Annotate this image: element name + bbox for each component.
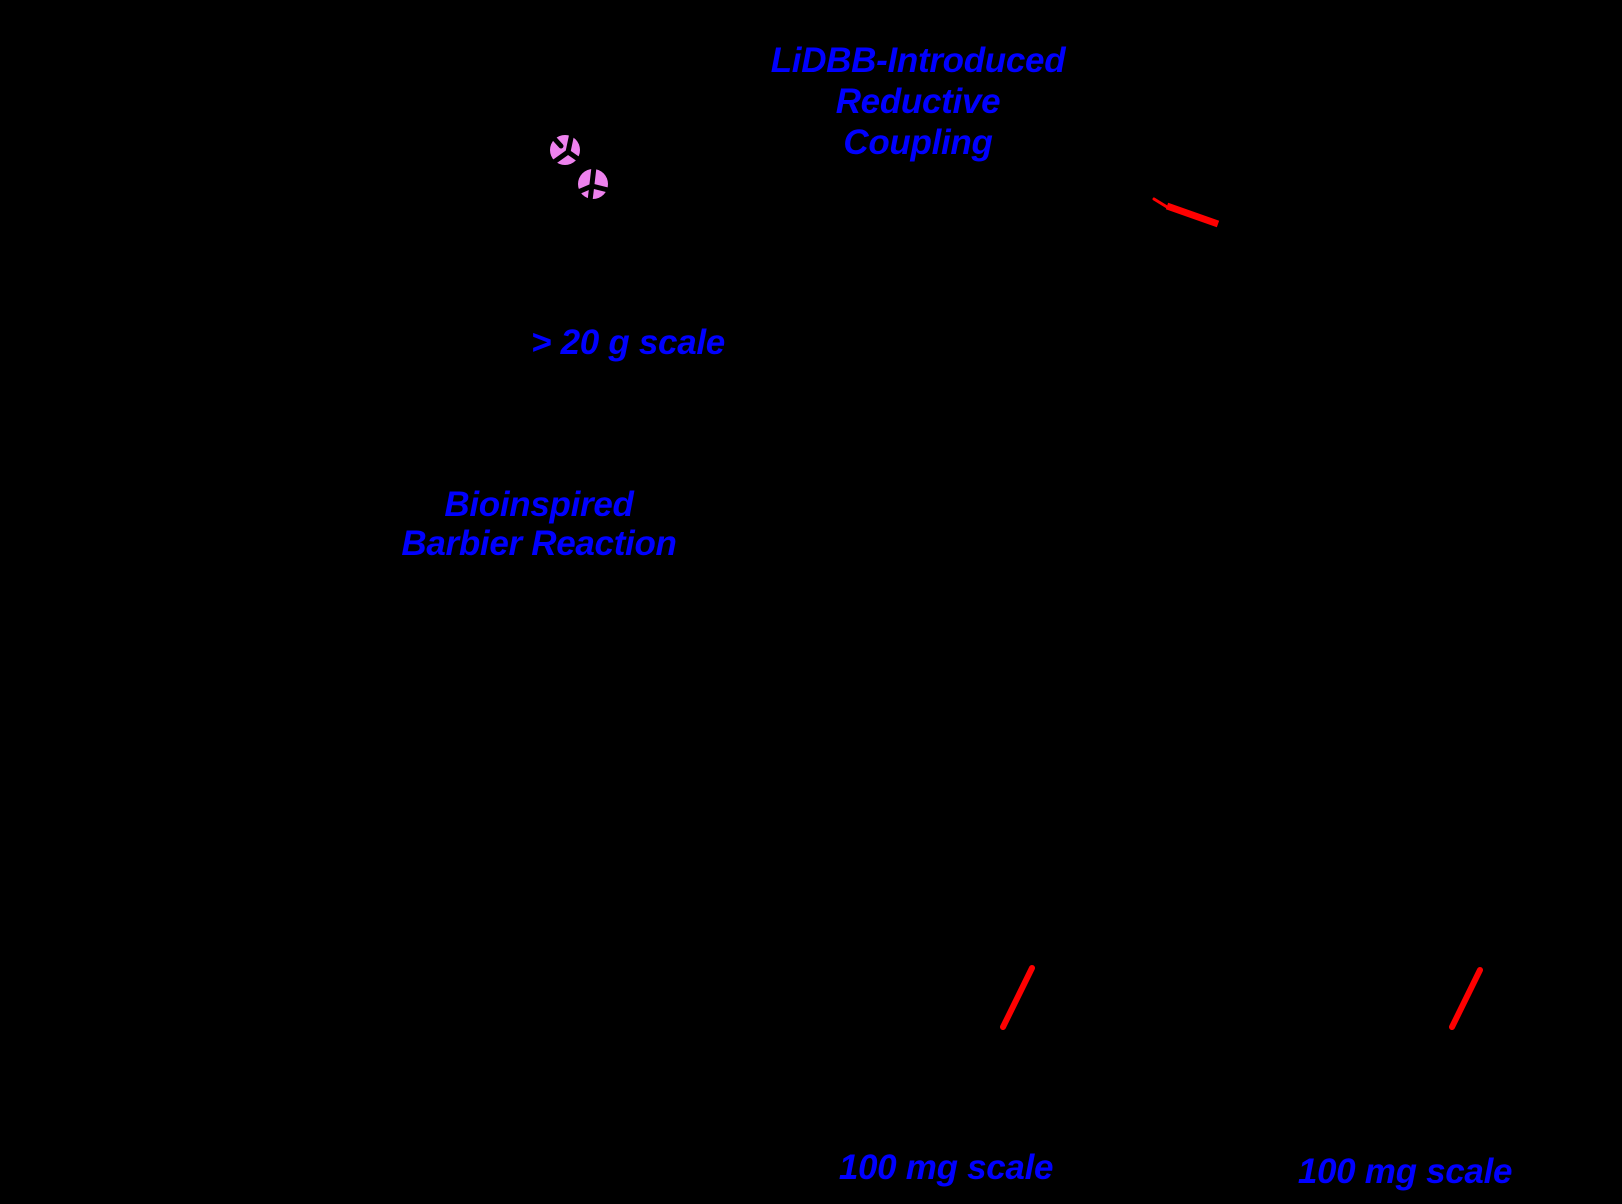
label-line: 100 mg scale [1297, 1152, 1513, 1191]
label-line: Coupling [843, 123, 993, 162]
label-line: Barbier Reaction [401, 524, 677, 563]
atom-highlight-group [548, 130, 611, 204]
bond-line [575, 183, 595, 195]
label-100mg-scale-left: 100 mg scale [838, 1147, 1054, 1188]
label-lidbb-reductive-coupling: LiDBB-Introduced Reductive Coupling [771, 40, 1066, 163]
bond-lines-over-highlights [548, 130, 611, 204]
bond-line [589, 183, 611, 193]
label-20g-scale: > 20 g scale [531, 322, 725, 363]
label-line: Reductive [835, 82, 1001, 121]
red-bond-highlight-group [1000, 197, 1483, 1030]
red-bond-highlight [1152, 197, 1169, 209]
bond-line [565, 149, 584, 164]
label-line: Bioinspired [444, 485, 634, 524]
label-line: LiDBB-Introduced [770, 41, 1066, 80]
label-line: > 20 g scale [531, 323, 725, 362]
label-bioinspired-barbier: Bioinspired Barbier Reaction [401, 485, 677, 563]
red-bond-highlight [1165, 202, 1220, 228]
red-bond-highlight [1449, 967, 1483, 1030]
red-bond-highlight [1000, 965, 1035, 1030]
label-100mg-scale-right: 100 mg scale [1297, 1151, 1513, 1192]
label-line: 100 mg scale [838, 1148, 1054, 1187]
bond-line [548, 132, 564, 149]
